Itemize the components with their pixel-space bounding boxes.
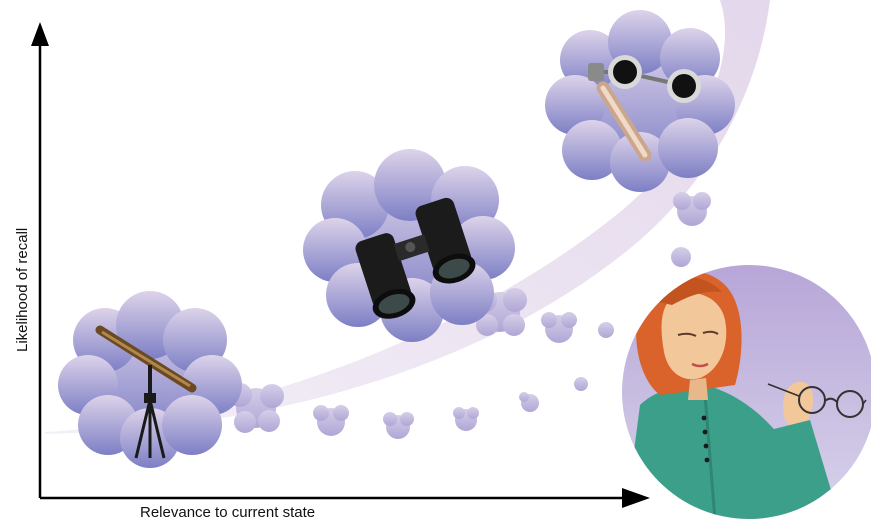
- y-axis: [31, 22, 49, 498]
- puff-6: [574, 377, 588, 391]
- x-axis-label: Relevance to current state: [140, 504, 316, 521]
- puff-11: [671, 247, 691, 267]
- binoculars-icon: [355, 197, 476, 319]
- relevance-band: [45, 0, 770, 434]
- puff-2: [313, 405, 349, 436]
- puff-3: [383, 412, 414, 439]
- puff-5: [519, 392, 539, 412]
- puff-10: [673, 192, 711, 226]
- thought-puffs: [228, 192, 711, 439]
- puff-9: [598, 322, 614, 338]
- cloud-far: [58, 291, 242, 468]
- y-axis-label: Likelihood of recall: [14, 227, 31, 352]
- cloud-near: [545, 10, 735, 192]
- puff-8: [541, 312, 577, 343]
- woman-holding-glasses-icon: [622, 265, 871, 519]
- puff-4: [453, 407, 479, 431]
- eyeglasses-icon: [767, 383, 867, 418]
- opera-glasses-icon: [588, 55, 701, 162]
- x-axis: [40, 488, 650, 508]
- telescope-icon: [95, 325, 197, 459]
